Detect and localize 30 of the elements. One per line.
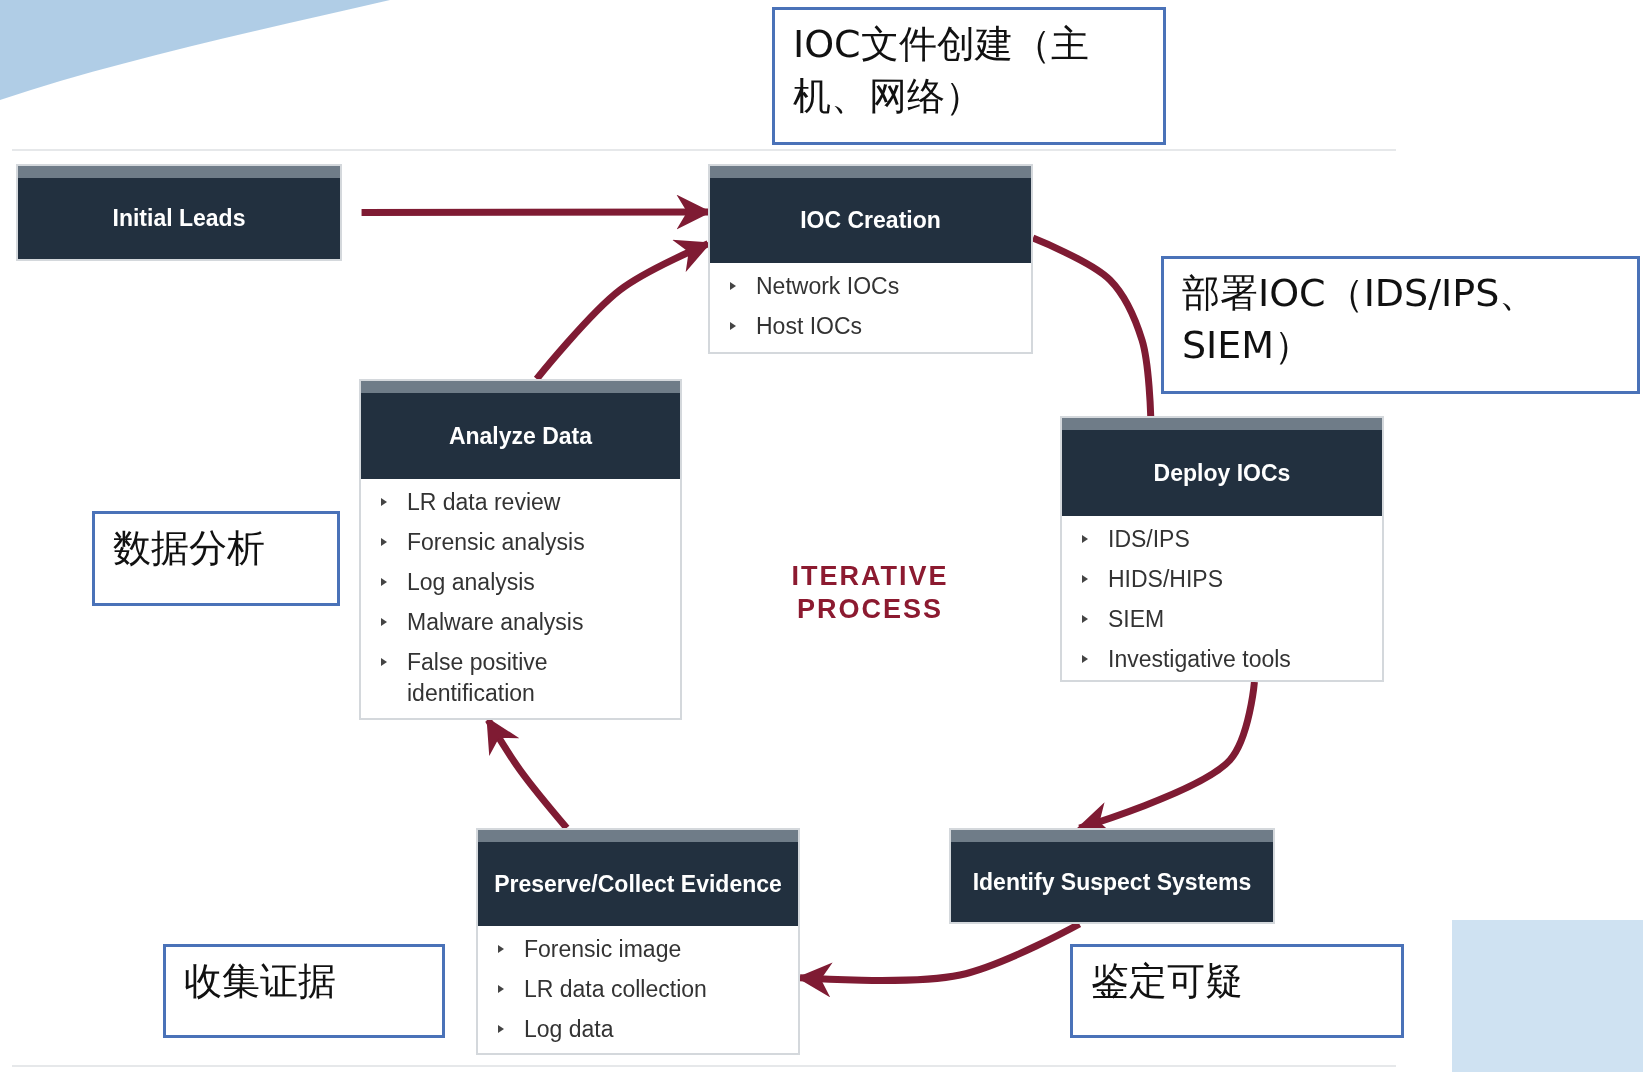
list-item: Forensic analysis xyxy=(407,528,585,557)
card-header: Initial Leads xyxy=(18,166,340,259)
card-header: Deploy IOCs xyxy=(1062,418,1382,516)
list-item: Malware analysis xyxy=(407,608,584,637)
callout-box: 鉴定可疑 xyxy=(1070,944,1404,1038)
card-header: IOC Creation xyxy=(710,166,1031,263)
process-card xyxy=(359,379,682,720)
process-card xyxy=(1060,416,1384,682)
list-item: Log analysis xyxy=(407,568,535,597)
list-item: SIEM xyxy=(1108,605,1165,634)
list-item: LR data review xyxy=(407,488,561,517)
callout-box: 数据分析 xyxy=(92,511,340,606)
list-item: LR data collection xyxy=(524,975,707,1004)
card-header: Identify Suspect Systems xyxy=(951,830,1273,922)
list-item: Forensic image xyxy=(524,935,682,964)
list-item: IDS/IPS xyxy=(1108,525,1190,554)
list-item: Network IOCs xyxy=(756,272,900,301)
list-item: Log data xyxy=(524,1015,614,1044)
callout-box: 收集证据 xyxy=(163,944,445,1038)
callout-box: IOC文件创建（主机、网络） xyxy=(772,7,1166,145)
process-card xyxy=(476,828,800,1055)
process-card xyxy=(708,164,1033,354)
center-label: ITERATIVE PROCESS xyxy=(790,560,950,626)
callout-box: 部署IOC（IDS/IPS、SIEM） xyxy=(1161,256,1640,394)
card-header: Preserve/Collect Evidence xyxy=(478,830,798,926)
list-item: Investigative tools xyxy=(1108,645,1291,674)
list-item: Host IOCs xyxy=(756,312,863,341)
list-item: HIDS/HIPS xyxy=(1108,565,1224,594)
card-header: Analyze Data xyxy=(361,381,680,479)
list-item: False positive identification xyxy=(407,648,549,708)
